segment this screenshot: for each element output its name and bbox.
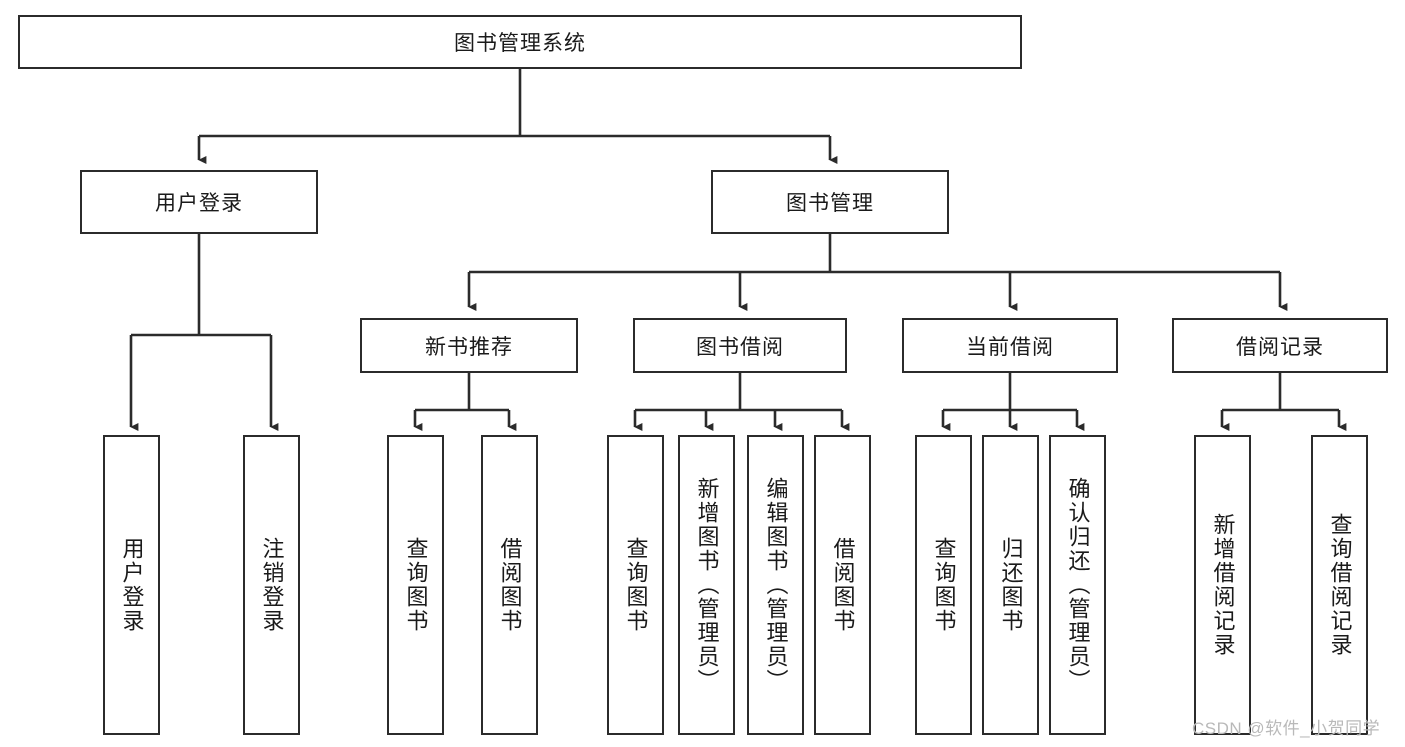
leaf-add-book-label: 新增图书（管理员） <box>694 477 720 693</box>
node-borrow-record-label: 借阅记录 <box>1236 335 1324 359</box>
leaf-edit-book-label: 编辑图书（管理员） <box>763 477 789 693</box>
leaf-add-record[interactable]: 新增借阅记录 <box>1194 435 1251 735</box>
node-current-borrow-label: 当前借阅 <box>966 335 1054 359</box>
node-root-label: 图书管理系统 <box>454 32 586 55</box>
leaf-borrow-book-1-label: 借阅图书 <box>497 537 523 633</box>
leaf-borrow-book-1[interactable]: 借阅图书 <box>481 435 538 735</box>
leaf-return-book[interactable]: 归还图书 <box>982 435 1039 735</box>
leaf-edit-book[interactable]: 编辑图书（管理员） <box>747 435 804 735</box>
leaf-query-record-label: 查询借阅记录 <box>1327 513 1353 657</box>
node-user-login[interactable]: 用户登录 <box>80 170 318 234</box>
leaf-confirm-return-label: 确认归还（管理员） <box>1065 477 1091 693</box>
leaf-user-login[interactable]: 用户登录 <box>103 435 160 735</box>
node-book-manage[interactable]: 图书管理 <box>711 170 949 234</box>
node-new-book-recommend-label: 新书推荐 <box>425 335 513 359</box>
leaf-confirm-return[interactable]: 确认归还（管理员） <box>1049 435 1106 735</box>
leaf-logout-login-label: 注销登录 <box>259 537 285 633</box>
leaf-query-book-1-label: 查询图书 <box>403 537 429 633</box>
leaf-logout-login[interactable]: 注销登录 <box>243 435 300 735</box>
leaf-add-record-label: 新增借阅记录 <box>1210 513 1236 657</box>
leaf-query-book-3-label: 查询图书 <box>931 537 957 633</box>
leaf-return-book-label: 归还图书 <box>998 537 1024 633</box>
leaf-borrow-book-2[interactable]: 借阅图书 <box>814 435 871 735</box>
leaf-query-record[interactable]: 查询借阅记录 <box>1311 435 1368 735</box>
node-book-manage-label: 图书管理 <box>786 192 874 215</box>
node-current-borrow[interactable]: 当前借阅 <box>902 318 1118 373</box>
leaf-add-book[interactable]: 新增图书（管理员） <box>678 435 735 735</box>
leaf-borrow-book-2-label: 借阅图书 <box>830 537 856 633</box>
leaf-query-book-2-label: 查询图书 <box>623 537 649 633</box>
leaf-query-book-3[interactable]: 查询图书 <box>915 435 972 735</box>
node-new-book-recommend[interactable]: 新书推荐 <box>360 318 578 373</box>
node-book-borrow-label: 图书借阅 <box>696 335 784 359</box>
node-borrow-record[interactable]: 借阅记录 <box>1172 318 1388 373</box>
leaf-user-login-label: 用户登录 <box>119 537 145 633</box>
node-user-login-label: 用户登录 <box>155 192 243 215</box>
watermark-label: CSDN @软件_小贺同学 <box>1192 719 1381 738</box>
leaf-query-book-1[interactable]: 查询图书 <box>387 435 444 735</box>
leaf-query-book-2[interactable]: 查询图书 <box>607 435 664 735</box>
node-book-borrow[interactable]: 图书借阅 <box>633 318 847 373</box>
node-root[interactable]: 图书管理系统 <box>18 15 1022 69</box>
